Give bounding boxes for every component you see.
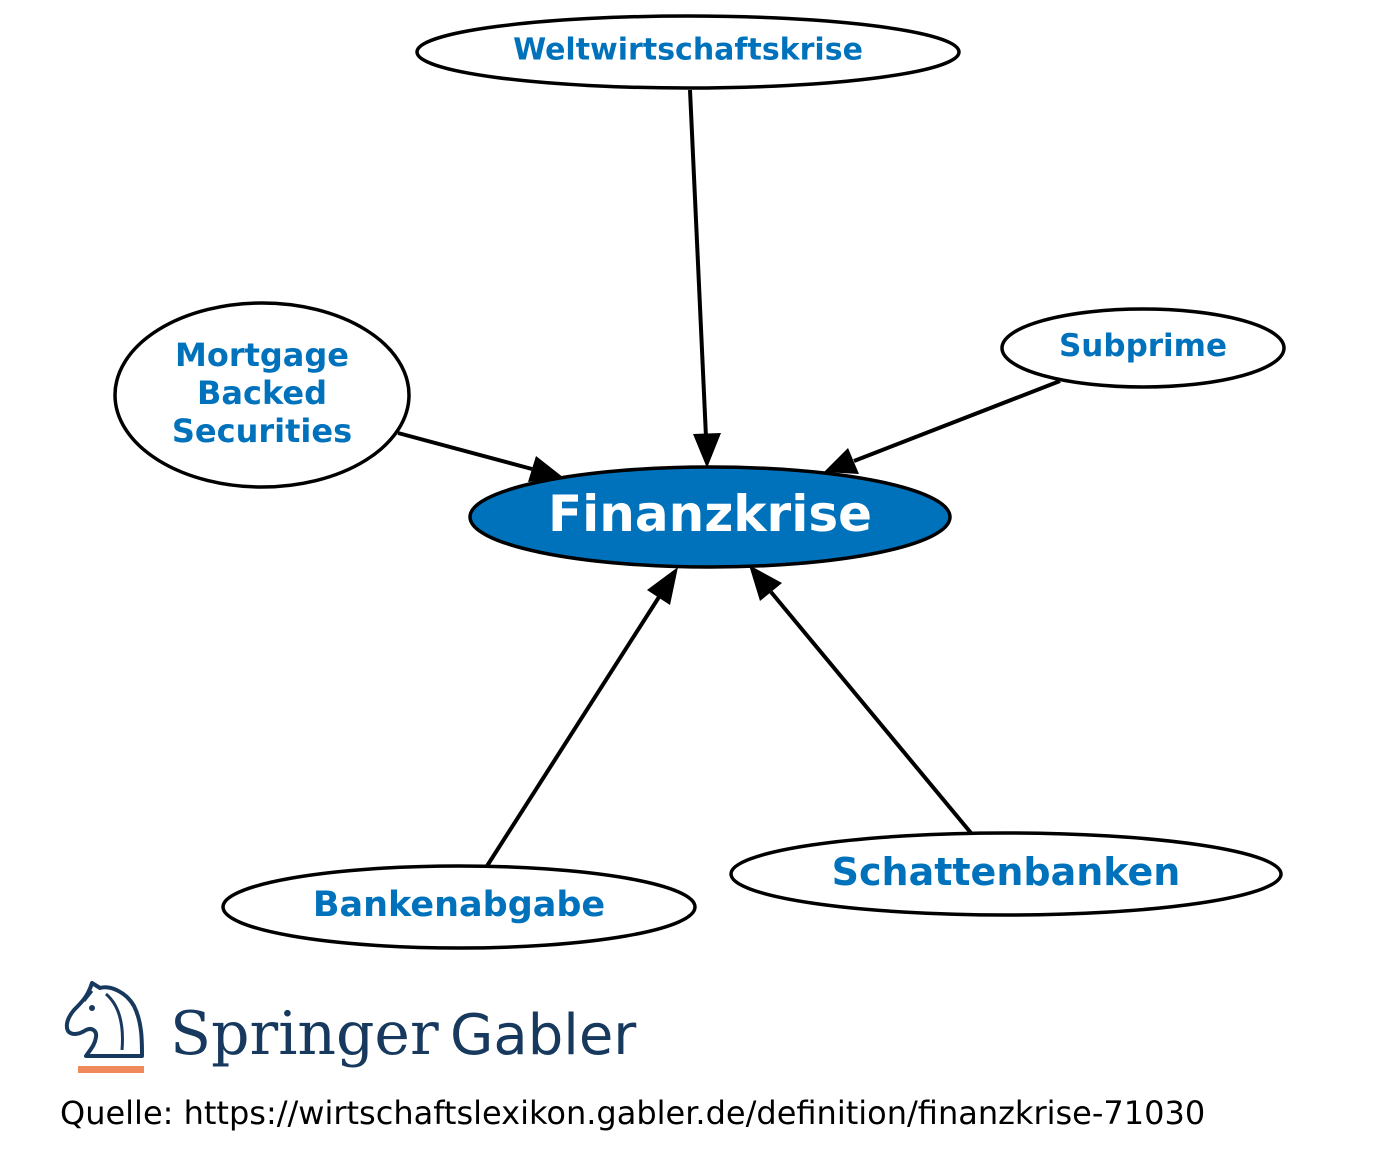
node-bankenabgabe[interactable]: Bankenabgabe bbox=[221, 864, 697, 950]
node-bankenabgabe-label: Bankenabgabe bbox=[313, 885, 605, 925]
node-bankenabgabe-shape bbox=[221, 864, 697, 950]
node-schattenbanken-label: Schattenbanken bbox=[832, 850, 1181, 894]
springer-gabler-logo: Springer Gabler bbox=[64, 981, 637, 1073]
node-finanzkrise-shape bbox=[468, 465, 952, 569]
node-finanzkrise-label: Finanzkrise bbox=[548, 485, 872, 543]
node-mbs-shape bbox=[113, 301, 411, 489]
node-subprime[interactable]: Subprime bbox=[1000, 307, 1286, 389]
edge-schattenbanken bbox=[769, 590, 973, 835]
edge-subprime bbox=[853, 379, 1061, 463]
edge-mbs bbox=[397, 431, 533, 471]
node-mbs-label-line-2: Backed bbox=[197, 374, 327, 412]
node-mortgage-backed-securities[interactable]: Mortgage Backed Securities bbox=[113, 301, 411, 489]
node-weltwirtschaftskrise-label: Weltwirtschaftskrise bbox=[513, 33, 863, 68]
knight-chess-icon bbox=[64, 981, 144, 1073]
node-weltwirtschaftskrise-shape bbox=[415, 14, 961, 90]
edges bbox=[397, 89, 1061, 868]
arrow-bankenabgabe bbox=[647, 567, 678, 605]
node-mbs-label-line-3: Securities bbox=[172, 412, 352, 450]
edge-bankenabgabe bbox=[485, 595, 661, 868]
node-subprime-shape bbox=[1000, 307, 1286, 389]
arrow-subprime bbox=[824, 448, 859, 474]
source-footer: Quelle: https://wirtschaftslexikon.gable… bbox=[60, 1094, 1205, 1132]
arrow-mbs bbox=[528, 456, 564, 482]
arrow-weltwirtschaftskrise bbox=[693, 433, 721, 468]
node-mbs-label-line-1: Mortgage bbox=[175, 336, 349, 374]
edge-weltwirtschaftskrise bbox=[688, 89, 708, 438]
node-subprime-label: Subprime bbox=[1059, 328, 1227, 364]
logo-gabler-text: Gabler bbox=[450, 1003, 637, 1068]
node-schattenbanken-shape bbox=[729, 831, 1283, 917]
arrow-schattenbanken bbox=[749, 565, 782, 601]
logo-springer-text: Springer bbox=[170, 999, 439, 1069]
node-weltwirtschaftskrise[interactable]: Weltwirtschaftskrise bbox=[415, 14, 961, 90]
node-schattenbanken[interactable]: Schattenbanken bbox=[729, 831, 1283, 917]
node-finanzkrise-center[interactable]: Finanzkrise bbox=[468, 465, 952, 569]
